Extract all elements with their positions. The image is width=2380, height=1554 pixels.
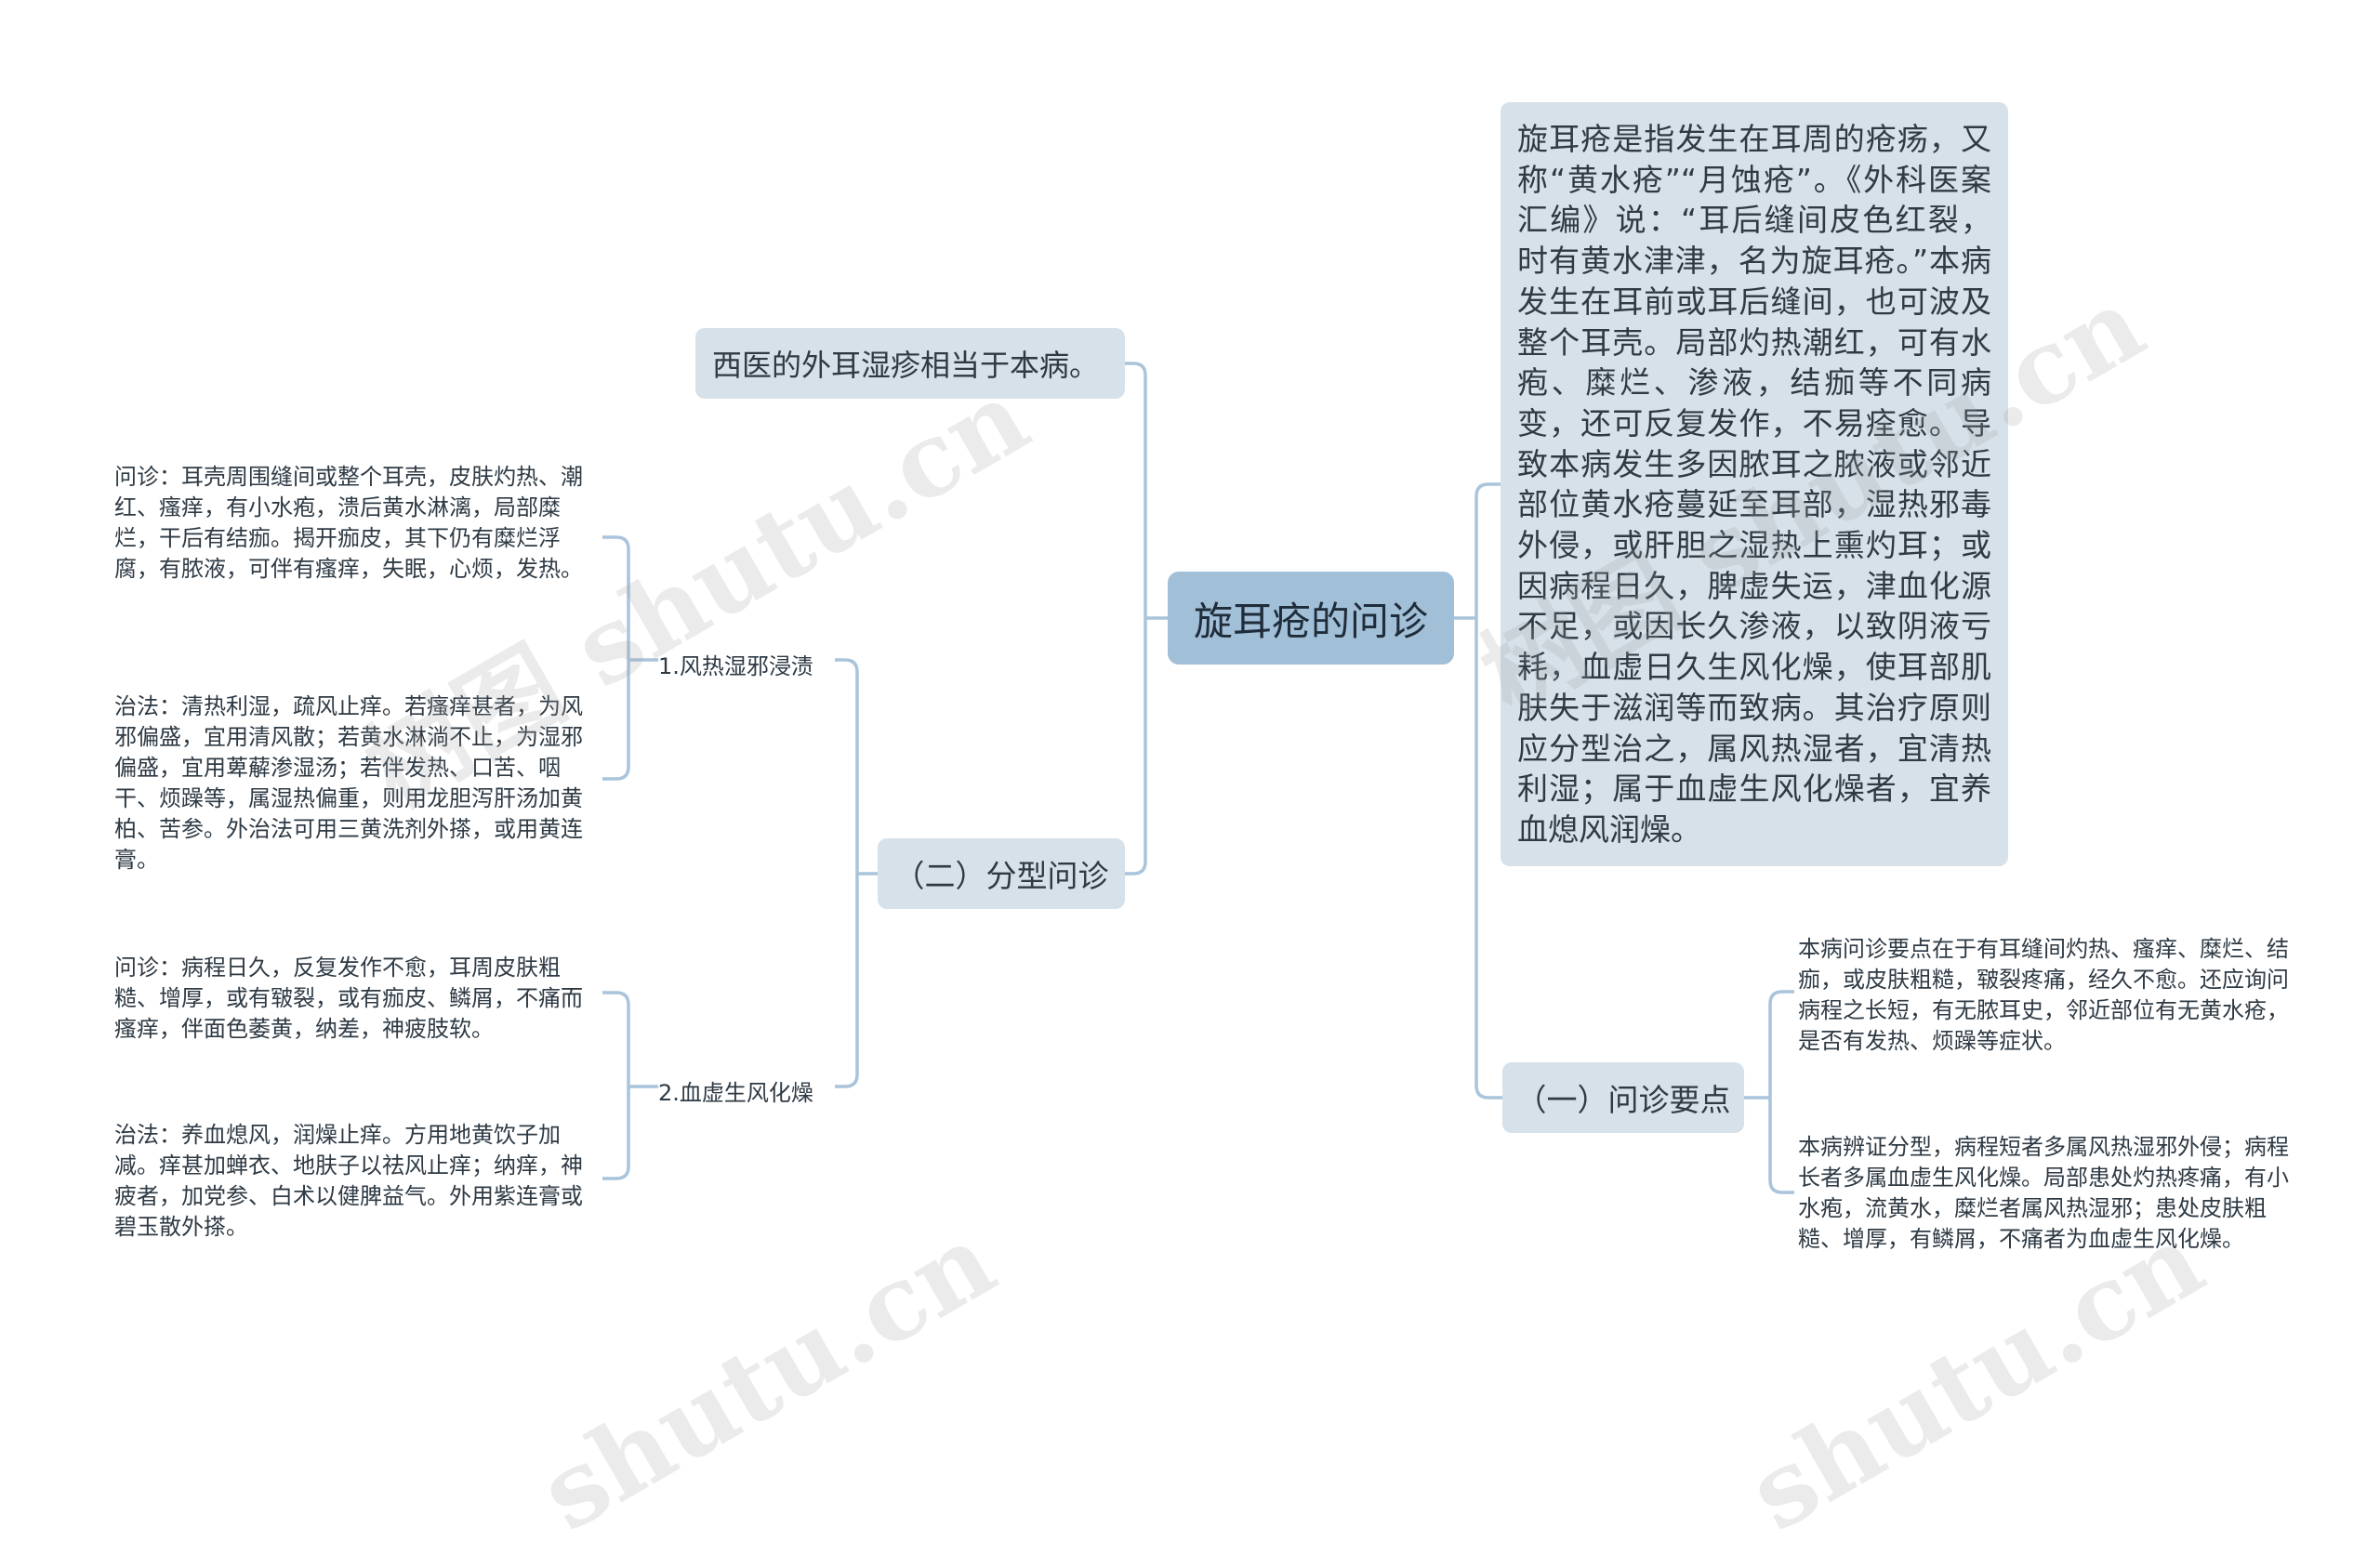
types-node[interactable]: （二）分型问诊 <box>878 838 1125 909</box>
link-to-types <box>1125 618 1147 876</box>
link-blood-def-treatment <box>602 1086 630 1180</box>
wind-heat-inquiry-text: 问诊：耳壳周围缝间或整个耳壳，皮肤灼热、潮红、瘙痒，有小水疱，溃后黄水淋漓，局部… <box>114 464 583 582</box>
link-wind-heat-inquiry <box>602 535 630 660</box>
blood-def-treatment-leaf[interactable]: 治法：养血熄风，润燥止痒。方用地黄饮子加减。痒甚加蝉衣、地肤子以祛风止痒；纳痒，… <box>114 1120 600 1243</box>
link-to-western <box>1125 362 1147 618</box>
blood-def-label: 2.血虚生风化燥 <box>658 1080 813 1106</box>
blood-def-treatment-text: 治法：养血熄风，润燥止痒。方用地黄饮子加减。痒甚加蝉衣、地肤子以祛风止痒；纳痒，… <box>114 1122 583 1240</box>
wind-heat-node[interactable]: 1.风热湿邪浸渍 <box>658 648 813 680</box>
key-points-item-2[interactable]: 本病辨证分型，病程短者多属风热湿邪外侵；病程长者多属血虚生风化燥。局部患处灼热疼… <box>1798 1132 2289 1255</box>
definition-node[interactable]: 旋耳疮是指发生在耳周的疮疡，又称“黄水疮”“月蚀疮”。《外科医案汇编》说：“耳后… <box>1501 102 2008 866</box>
link-to-definition <box>1474 482 1501 618</box>
root-label: 旋耳疮的问诊 <box>1193 598 1428 644</box>
link-points-item1 <box>1768 990 1794 1098</box>
link-blood-def-inquiry <box>602 991 630 1086</box>
western-equivalent-text: 西医的外耳湿疹相当于本病。 <box>712 348 1100 383</box>
key-points-item-1-text: 本病问诊要点在于有耳缝间灼热、瘙痒、糜烂、结痂，或皮肤粗糙，皲裂疼痛，经久不愈。… <box>1798 936 2289 1054</box>
link-wind-heat-treatment <box>602 660 630 781</box>
root-node[interactable]: 旋耳疮的问诊 <box>1168 572 1454 665</box>
wind-heat-inquiry-leaf[interactable]: 问诊：耳壳周围缝间或整个耳壳，皮肤灼热、潮红、瘙痒，有小水疱，溃后黄水淋漓，局部… <box>114 462 600 585</box>
wind-heat-label: 1.风热湿邪浸渍 <box>658 653 813 679</box>
link-points-item2 <box>1768 1098 1794 1194</box>
blood-def-inquiry-leaf[interactable]: 问诊：病程日久，反复发作不愈，耳周皮肤粗糙、增厚，或有皲裂，或有痂皮、鳞屑，不痛… <box>114 953 600 1045</box>
definition-text: 旋耳疮是指发生在耳周的疮疡，又称“黄水疮”“月蚀疮”。《外科医案汇编》说：“耳后… <box>1517 121 1991 848</box>
link-to-wind-heat <box>835 658 859 874</box>
blood-def-node[interactable]: 2.血虚生风化燥 <box>658 1074 813 1107</box>
wind-heat-treatment-text: 治法：清热利湿，疏风止痒。若瘙痒甚者，为风邪偏盛，宜用清风散；若黄水淋淌不止，为… <box>114 693 583 873</box>
link-to-blood-def <box>835 874 859 1088</box>
connector-lines <box>602 362 1794 1194</box>
types-label: （二）分型问诊 <box>893 858 1109 894</box>
key-points-label: （一）问诊要点 <box>1515 1082 1731 1118</box>
key-points-item-2-text: 本病辨证分型，病程短者多属风热湿邪外侵；病程长者多属血虚生风化燥。局部患处灼热疼… <box>1798 1134 2289 1252</box>
western-equivalent-node[interactable]: 西医的外耳湿疹相当于本病。 <box>695 328 1125 399</box>
blood-def-inquiry-text: 问诊：病程日久，反复发作不愈，耳周皮肤粗糙、增厚，或有皲裂，或有痂皮、鳞屑，不痛… <box>114 955 583 1042</box>
key-points-node[interactable]: （一）问诊要点 <box>1502 1062 1744 1133</box>
wind-heat-treatment-leaf[interactable]: 治法：清热利湿，疏风止痒。若瘙痒甚者，为风邪偏盛，宜用清风散；若黄水淋淌不止，为… <box>114 691 600 876</box>
key-points-item-1[interactable]: 本病问诊要点在于有耳缝间灼热、瘙痒、糜烂、结痂，或皮肤粗糙，皲裂疼痛，经久不愈。… <box>1798 934 2289 1057</box>
link-to-points <box>1474 618 1502 1100</box>
